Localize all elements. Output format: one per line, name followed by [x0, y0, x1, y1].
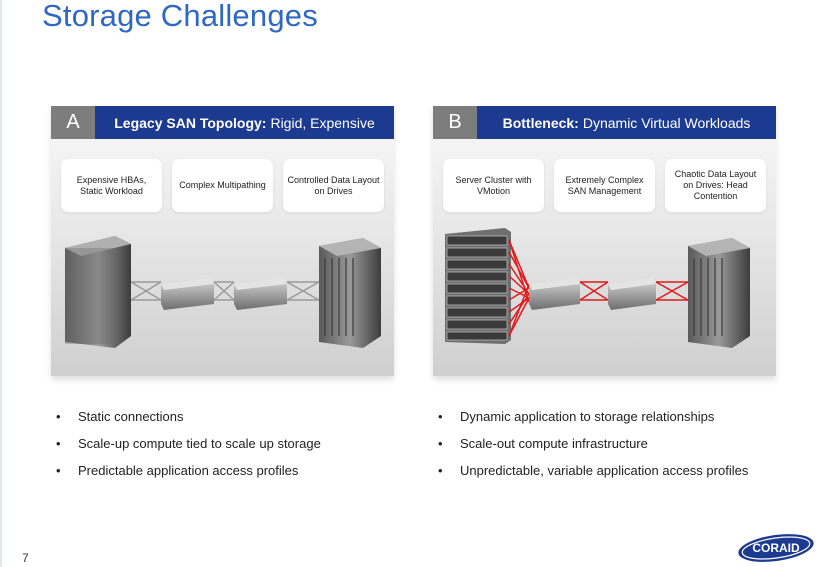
coraid-logo: CORAID — [738, 534, 814, 562]
panel-b-heading: Bottleneck: Dynamic Virtual Workloads — [477, 106, 776, 139]
panel-b-letter: B — [433, 106, 477, 139]
san-switch-icon — [234, 278, 287, 310]
logo-text: CORAID — [752, 541, 800, 555]
panel-a-heading-bold: Legacy SAN Topology: — [114, 114, 267, 131]
panel-b-box-chaotic-layout: Chaotic Data Layout on Drives: Head Cont… — [665, 159, 766, 212]
storage-array-icon — [688, 238, 750, 348]
panel-a-box-hbas: Expensive HBAs, Static Workload — [61, 159, 162, 212]
bullet-item: Static connections — [56, 403, 321, 430]
server-tower-icon — [65, 236, 131, 348]
bullet-item: Scale-out compute infrastructure — [438, 430, 748, 457]
panel-a-links — [130, 281, 320, 301]
page-number: 7 — [22, 551, 29, 565]
bottleneck-diagram — [445, 228, 750, 348]
san-switch-icon — [161, 278, 214, 310]
bullet-item: Dynamic application to storage relations… — [438, 403, 748, 430]
panel-b-heading-bold: Bottleneck: — [502, 114, 579, 131]
panel-b-links — [508, 239, 689, 337]
panel-a-heading: Legacy SAN Topology: Rigid, Expensive — [95, 106, 394, 139]
san-switch-icon — [608, 278, 656, 310]
slide-left-rule — [0, 0, 2, 567]
bullet-list-right: Dynamic application to storage relations… — [438, 403, 748, 484]
panel-b-box-san-management: Extremely Complex SAN Management — [554, 159, 655, 212]
legacy-san-diagram — [65, 236, 381, 348]
panel-a-box-data-layout: Controlled Data Layout on Drives — [283, 159, 384, 212]
blade-server-rack-icon — [445, 228, 511, 344]
panel-a-letter: A — [51, 106, 95, 139]
bullet-list-left: Static connections Scale-up compute tied… — [56, 403, 321, 484]
bullet-item: Scale-up compute tied to scale up storag… — [56, 430, 321, 457]
panel-b: B Bottleneck: Dynamic Virtual Workloads … — [433, 106, 776, 376]
san-switch-icon — [529, 278, 580, 310]
panel-a-box-multipathing: Complex Multipathing — [172, 159, 273, 212]
bullet-item: Unpredictable, variable application acce… — [438, 457, 748, 484]
bullet-item: Predictable application access profiles — [56, 457, 321, 484]
panel-a: A Legacy SAN Topology: Rigid, Expensive … — [51, 106, 394, 376]
slide-title: Storage Challenges — [42, 0, 318, 33]
panel-a-heading-rest: Rigid, Expensive — [270, 114, 375, 131]
panel-b-header: B Bottleneck: Dynamic Virtual Workloads — [433, 106, 776, 139]
storage-array-icon — [319, 238, 381, 348]
panel-b-box-server-cluster: Server Cluster with VMotion — [443, 159, 544, 212]
panel-a-header: A Legacy SAN Topology: Rigid, Expensive — [51, 106, 394, 139]
panel-b-heading-rest: Dynamic Virtual Workloads — [582, 114, 751, 131]
